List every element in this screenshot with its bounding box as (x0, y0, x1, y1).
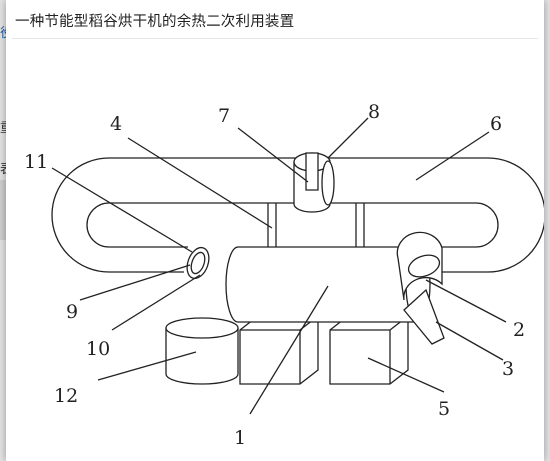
return-pipe-loop (51, 157, 544, 273)
part-label-2: 2 (513, 319, 525, 341)
title-divider (12, 38, 538, 39)
part-label-4: 4 (110, 113, 122, 135)
collection-tank (165, 317, 239, 385)
part-label-7: 7 (218, 105, 230, 127)
leader-lines (51, 117, 507, 415)
pipe-clamp (293, 152, 335, 213)
background-panel (0, 180, 6, 240)
part-label-12: 12 (54, 385, 78, 407)
elbow-collar (396, 231, 443, 301)
part-label-1: 1 (234, 427, 246, 449)
part-label-6: 6 (490, 113, 502, 135)
part-label-8: 8 (368, 101, 380, 123)
connecting-tubes (267, 203, 365, 252)
pipe-end-ring (186, 246, 210, 280)
dialog-title: 一种节能型稻谷烘干机的余热二次利用装置 (15, 14, 295, 30)
pipe-inner-left (86, 202, 188, 248)
image-preview-dialog: 一种节能型稻谷烘干机的余热二次利用装置 (6, 0, 544, 461)
pipe-outer-right (109, 157, 544, 273)
part-label-5: 5 (438, 398, 450, 420)
part-label-9: 9 (66, 301, 78, 323)
part-label-10: 10 (86, 338, 110, 360)
patent-figure: 1 2 3 4 5 6 7 8 9 10 11 12 (24, 101, 544, 449)
part-label-3: 3 (502, 358, 514, 380)
support-blocks (239, 315, 409, 385)
discharge-spout (403, 288, 445, 345)
pipe-inner-right (109, 202, 499, 248)
pipe-outer-left (51, 157, 184, 273)
part-label-11: 11 (24, 151, 48, 173)
